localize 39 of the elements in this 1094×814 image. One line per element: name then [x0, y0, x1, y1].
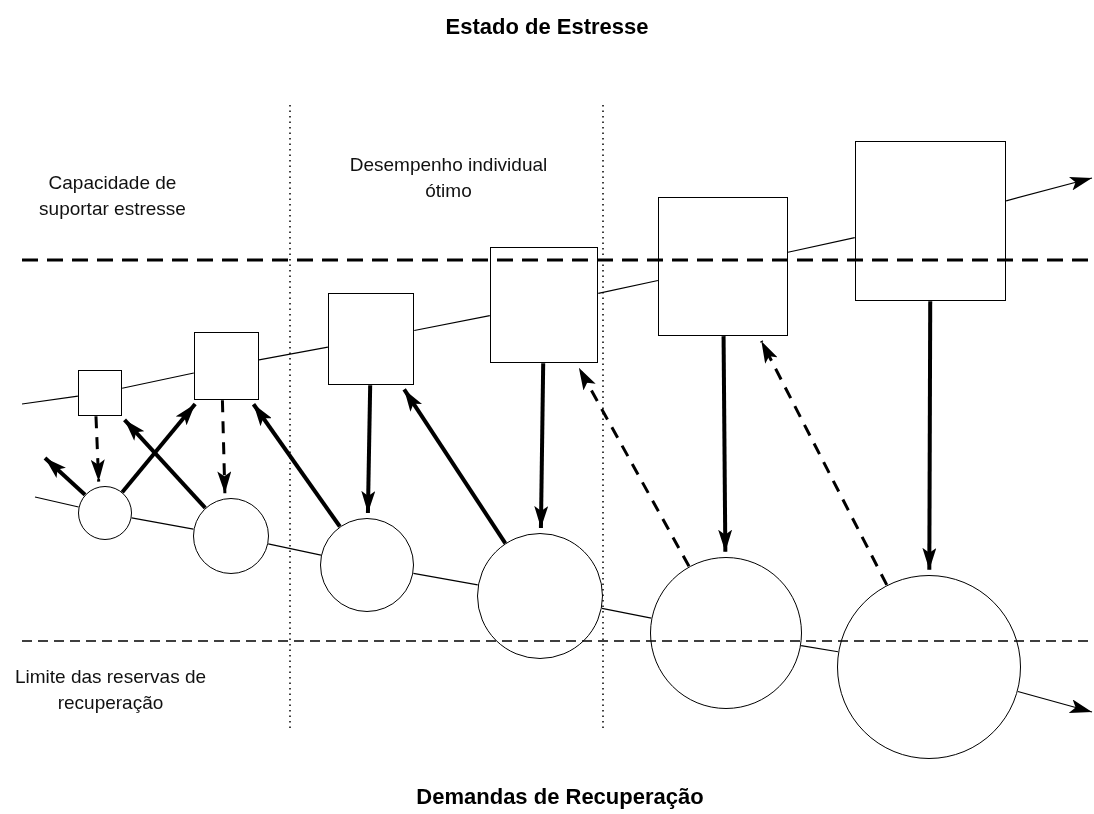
- arrow: [760, 340, 889, 586]
- square-box: [78, 370, 122, 416]
- connector-line: [800, 645, 839, 653]
- square-box: [855, 141, 1006, 301]
- square-box: [328, 293, 414, 385]
- connector-line: [121, 372, 195, 389]
- circle-shape: [78, 486, 132, 540]
- diagram-title: Estado de Estresse: [445, 14, 649, 40]
- connector-line: [412, 572, 479, 586]
- connector-line: [258, 346, 329, 361]
- arrow: [217, 400, 232, 494]
- square-box: [194, 332, 259, 400]
- connector-line: [787, 237, 856, 253]
- connector-line: [601, 607, 652, 619]
- connector-line: [34, 496, 80, 508]
- arrow: [123, 418, 207, 510]
- arrow: [251, 403, 342, 528]
- annotation-text: Limite das reservas de recuperação: [13, 665, 208, 715]
- arrow: [922, 301, 937, 570]
- arrow: [361, 385, 376, 513]
- annotation-text: Capacidade de suportar estresse: [38, 171, 187, 221]
- square-box: [490, 247, 598, 363]
- annotation-text: Desempenho individual ótimo: [348, 153, 549, 203]
- axis-caption: Demandas de Recuperação: [416, 784, 704, 810]
- arrow: [43, 456, 87, 497]
- arrow: [120, 402, 197, 494]
- arrow: [90, 416, 105, 482]
- arrow: [577, 367, 691, 568]
- connector-line: [597, 279, 659, 294]
- arrow: [718, 336, 733, 552]
- arrow: [1017, 690, 1093, 713]
- connector-line: [267, 543, 322, 556]
- connector-line: [131, 517, 194, 530]
- square-box: [658, 197, 788, 336]
- arrow: [402, 388, 508, 545]
- arrow: [534, 363, 549, 528]
- connector-line: [21, 395, 79, 405]
- arrow: [1005, 176, 1093, 202]
- connector-line: [413, 315, 491, 332]
